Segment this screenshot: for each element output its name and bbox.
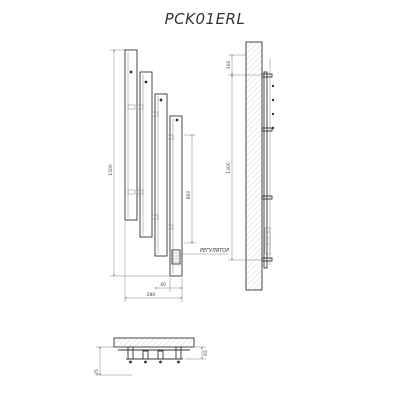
dim-span-label: 1300 (226, 162, 232, 174)
top-wall (113, 337, 195, 348)
radiator-bar-2 (136, 71, 153, 238)
radiator-bar-4 (166, 115, 183, 277)
drawing-title: PCK01ERL (165, 10, 246, 28)
radiator-bar-1 (124, 49, 138, 221)
regulator-box (171, 249, 181, 265)
radiator-bar-3 (151, 93, 168, 257)
side-view: 100 1300 (226, 41, 275, 291)
dim-width-label: 280 (147, 292, 156, 298)
regulator-label: РЕГУЛЯТОР (200, 248, 229, 254)
dim-offset-label: 40 (160, 282, 166, 288)
dim-bar-label: 800 (186, 191, 192, 200)
dim-height-label: 1500 (108, 164, 114, 176)
wall (245, 41, 263, 291)
dim-top-label: 100 (226, 61, 232, 70)
front-view: РЕГУЛЯТОР 1500 800 40 280 (108, 49, 229, 302)
dim-front-label: 65 (203, 350, 209, 356)
top-view: 25 65 (94, 337, 209, 376)
side-radiator (263, 71, 268, 269)
dim-depth-label: 25 (94, 369, 100, 375)
